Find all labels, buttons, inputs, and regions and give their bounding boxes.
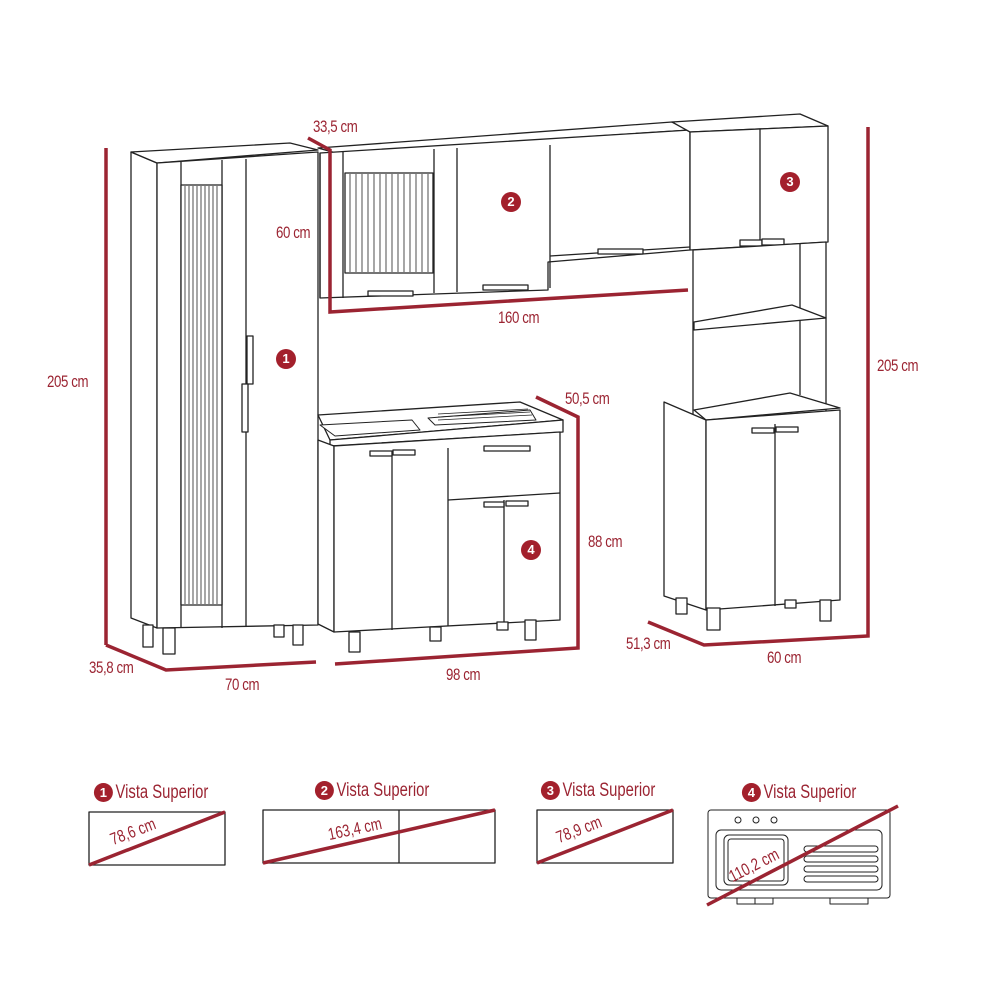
dim-line-tower — [647, 127, 870, 647]
dim-pantry-width: 70 cm — [225, 675, 260, 694]
top-view-2-badge: 2 — [314, 781, 334, 801]
dim-sink-depth: 50,5 cm — [565, 389, 610, 408]
module-badge-2: 2 — [501, 192, 521, 212]
dim-right-height: 205 cm — [877, 356, 919, 375]
top-view-3-badge: 3 — [540, 781, 560, 801]
dim-line-pantry-base — [105, 643, 317, 672]
dim-upper-width: 160 cm — [498, 308, 540, 327]
top-view-4-label: Vista Superior — [763, 782, 857, 803]
dim-tower-width: 60 cm — [767, 648, 802, 667]
module-badge-4: 4 — [521, 540, 541, 560]
diag-top-view-1 — [88, 810, 226, 867]
dim-upper-depth: 33,5 cm — [313, 117, 358, 136]
top-view-1-badge: 1 — [93, 783, 113, 803]
module-badge-3: 3 — [780, 172, 800, 192]
diag-top-view-4 — [706, 804, 899, 907]
tower-cabinet-drawing — [663, 113, 841, 631]
module-badge-1: 1 — [276, 349, 296, 369]
diag-top-view-3 — [536, 808, 674, 865]
dim-pantry-depth: 35,8 cm — [89, 658, 134, 677]
dim-sink-width: 98 cm — [446, 665, 481, 684]
top-view-3-label: Vista Superior — [562, 780, 656, 801]
pantry-cabinet-drawing — [130, 142, 319, 655]
upper-cabinets-drawing — [317, 121, 691, 299]
diag-top-view-2 — [262, 808, 496, 865]
dim-line-sink — [334, 395, 580, 666]
top-view-4-badge: 4 — [741, 783, 761, 803]
sink-cabinet-drawing — [317, 401, 564, 653]
top-view-1-label: Vista Superior — [115, 782, 209, 803]
dim-line-upper — [307, 136, 689, 314]
dim-tower-depth: 51,3 cm — [626, 634, 671, 653]
dim-upper-height: 60 cm — [276, 223, 311, 242]
dim-sink-height: 88 cm — [588, 532, 623, 551]
top-view-2-label: Vista Superior — [336, 780, 430, 801]
dim-left-height: 205 cm — [47, 372, 89, 391]
